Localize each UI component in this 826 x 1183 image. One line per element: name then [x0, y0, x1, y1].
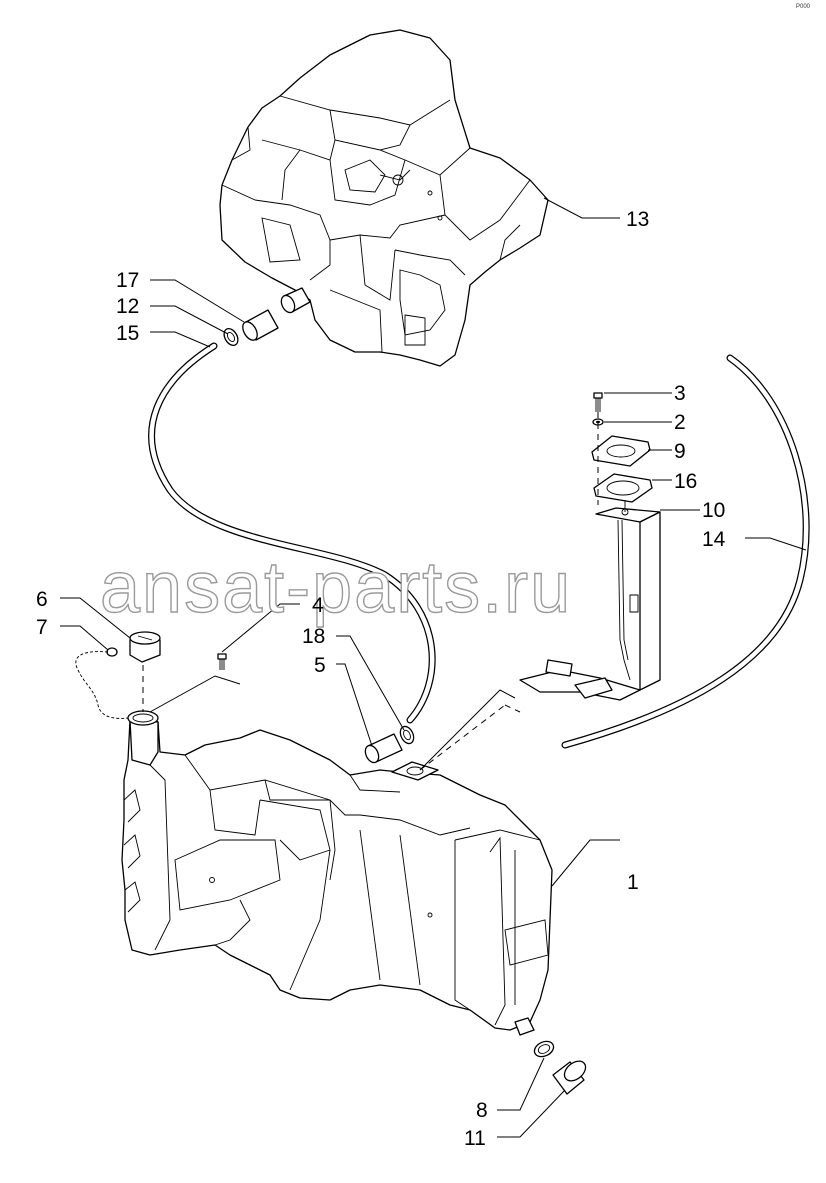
clamp-part-12 — [223, 327, 239, 347]
retaining-chain-part-7 — [75, 647, 129, 719]
sleeve-part-5 — [364, 733, 403, 764]
flange-plate-part-9 — [591, 435, 651, 467]
callout-11: 11 — [464, 1127, 486, 1150]
leader-lines — [60, 197, 807, 1138]
callout-14: 14 — [702, 528, 726, 551]
callout-7: 7 — [36, 616, 48, 639]
hose-part-14 — [561, 354, 810, 749]
screw-part-3 — [593, 392, 603, 412]
callout-2: 2 — [674, 411, 686, 434]
callout-4: 4 — [312, 594, 324, 617]
fuel-hose-part-15 — [148, 342, 436, 724]
lower-tank-part-1 — [121, 710, 553, 1036]
callout-16: 16 — [674, 470, 697, 493]
callout-1: 1 — [627, 871, 639, 894]
callout-6: 6 — [36, 588, 48, 611]
callout-5: 5 — [314, 654, 326, 677]
callout-15: 15 — [116, 322, 139, 345]
hose-sleeve-part-17 — [242, 309, 279, 341]
callout-8: 8 — [476, 1099, 488, 1122]
gasket-part-16 — [593, 473, 653, 503]
assembly-guides — [142, 412, 599, 771]
callout-9: 9 — [674, 440, 686, 463]
callout-3: 3 — [674, 382, 686, 405]
callout-labels: 1 2 3 4 5 6 7 8 9 10 11 12 13 14 15 16 1… — [36, 208, 726, 1150]
drain-plug-part-11 — [552, 1060, 587, 1095]
callout-12: 12 — [116, 295, 139, 318]
filler-cap-part-6 — [129, 631, 161, 663]
clamp-part-8 — [533, 1040, 555, 1058]
callout-10: 10 — [702, 499, 725, 522]
watermark-text: ansat-parts.ru — [100, 548, 572, 628]
screw-part-4 — [217, 653, 227, 670]
level-sender-part-10 — [519, 500, 661, 701]
callout-13: 13 — [626, 208, 649, 231]
clamp-part-18 — [399, 725, 415, 745]
upper-tank-part-13 — [219, 29, 549, 367]
callout-18: 18 — [302, 625, 325, 648]
corner-mark: P000 — [796, 4, 811, 10]
callout-17: 17 — [116, 269, 139, 292]
